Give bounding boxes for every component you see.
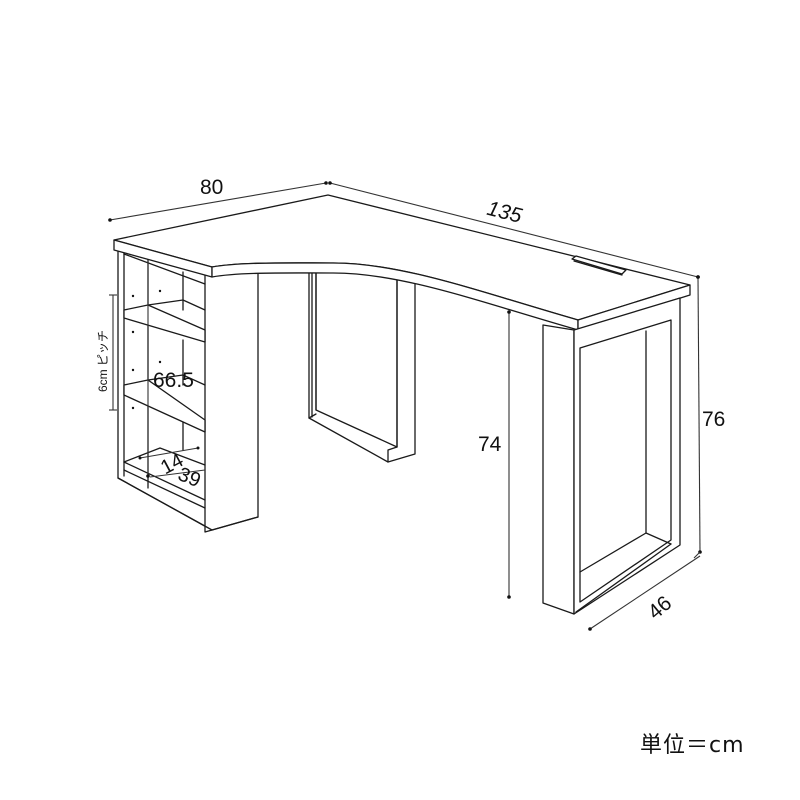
dimension-label-76: 76 xyxy=(702,408,725,431)
dimension-label-74: 74 xyxy=(478,433,502,456)
dimension-80: 80 xyxy=(108,176,328,222)
dimension-76: 76 xyxy=(693,275,725,559)
dimension-label-46: 46 xyxy=(644,592,677,625)
dimension-label-80: 80 xyxy=(200,176,223,199)
dimension-shelf-pitch: 6cm ピッチ xyxy=(96,294,117,411)
dimension-74: 74 xyxy=(478,310,511,599)
middle-u-leg xyxy=(308,267,416,463)
desk-top xyxy=(113,194,691,331)
right-u-leg xyxy=(542,297,681,615)
dimension-label-135: 135 xyxy=(485,197,525,228)
dimension-label-shelf-pitch: 6cm ピッチ xyxy=(96,330,110,392)
dimension-label-66-5: 66.5 xyxy=(153,369,194,392)
unit-label: 単位＝cm xyxy=(640,733,745,758)
